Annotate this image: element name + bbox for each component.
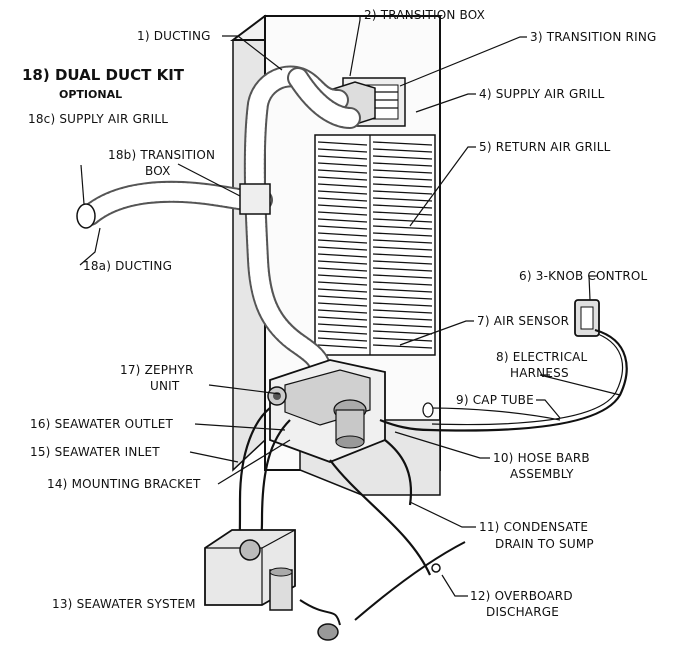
- louver-slat: [317, 176, 368, 181]
- louver-slat: [372, 309, 433, 314]
- knob-control: [574, 299, 600, 337]
- title-main: 18) DUAL DUCT KIT: [22, 66, 185, 84]
- louver-slat: [372, 190, 433, 195]
- label-dd-transition-2: BOX: [145, 164, 171, 178]
- label-transition-box: 2) TRANSITION BOX: [364, 8, 485, 22]
- louver-slat: [372, 337, 433, 342]
- louver-slat: [372, 323, 433, 328]
- louver-slat: [317, 232, 368, 237]
- louver-slat: [317, 253, 368, 258]
- label-overboard-1: 12) OVERBOARD: [470, 589, 573, 603]
- label-dd-ducting: 18a) DUCTING: [83, 259, 172, 273]
- louver-slat: [372, 204, 433, 209]
- louver-slat: [372, 162, 433, 167]
- label-seawater-system: 13) SEAWATER SYSTEM: [52, 597, 196, 611]
- louver-slat: [317, 246, 368, 251]
- label-zephyr-2: UNIT: [150, 379, 180, 393]
- louver-slat: [372, 218, 433, 223]
- label-condensate-1: 11) CONDENSATE: [479, 520, 588, 534]
- louver-slat: [372, 169, 433, 174]
- label-seawater-outlet: 16) SEAWATER OUTLET: [30, 417, 173, 431]
- label-dd-transition-1: 18b) TRANSITION: [108, 148, 215, 162]
- label-electrical-harness-1: 8) ELECTRICAL: [496, 350, 588, 364]
- louver-slat: [317, 323, 368, 328]
- louver-slat: [317, 316, 368, 321]
- label-return-air-grill: 5) RETURN AIR GRILL: [479, 140, 611, 154]
- louver-slat: [372, 176, 433, 181]
- louver-slat: [317, 274, 368, 279]
- labels: 18) DUAL DUCT KIT OPTIONAL 1) DUCTING 2)…: [22, 8, 657, 619]
- louver-slat: [372, 260, 433, 265]
- louver-slat: [372, 288, 433, 293]
- louver-slat: [317, 155, 368, 160]
- louver-slat: [317, 337, 368, 342]
- louver-slat: [372, 225, 433, 230]
- label-cap-tube: 9) CAP TUBE: [456, 393, 534, 407]
- louver-slat: [372, 246, 433, 251]
- label-knob-control: 6) 3-KNOB CONTROL: [519, 269, 648, 283]
- louver-slat: [372, 316, 433, 321]
- louver-slat: [372, 281, 433, 286]
- louver-slat: [372, 183, 433, 188]
- louver-slat: [317, 169, 368, 174]
- louver-slat: [317, 148, 368, 153]
- louver-slat: [317, 239, 368, 244]
- louver-slat: [372, 253, 433, 258]
- dual-duct-kit: [76, 180, 273, 229]
- louver-slat: [317, 330, 368, 335]
- louver-slat: [372, 148, 433, 153]
- louver-slat: [372, 302, 433, 307]
- louver-slat: [317, 183, 368, 188]
- louver-slat: [372, 295, 433, 300]
- seawater-system: [204, 529, 466, 641]
- label-dd-supply-grill: 18c) SUPPLY AIR GRILL: [28, 112, 168, 126]
- louver-slat: [372, 232, 433, 237]
- louver-slat: [372, 155, 433, 160]
- label-transition-ring: 3) TRANSITION RING: [530, 30, 657, 44]
- louver-slat: [372, 197, 433, 202]
- louver-slat: [317, 225, 368, 230]
- label-electrical-harness-2: HARNESS: [510, 366, 569, 380]
- louver-slat: [317, 204, 368, 209]
- louver-slat: [372, 211, 433, 216]
- label-condensate-2: DRAIN TO SUMP: [495, 537, 594, 551]
- label-hose-barb-1: 10) HOSE BARB: [493, 451, 590, 465]
- label-mounting-bracket: 14) MOUNTING BRACKET: [47, 477, 201, 491]
- louver-slat: [317, 218, 368, 223]
- louver-slat: [372, 344, 433, 349]
- louver-slat: [372, 267, 433, 272]
- zephyr-unit: [267, 359, 386, 463]
- label-seawater-inlet: 15) SEAWATER INLET: [30, 445, 160, 459]
- louver-slat: [317, 190, 368, 195]
- louver-slat: [317, 344, 368, 349]
- louver-slat: [317, 141, 368, 146]
- louver-slat: [372, 141, 433, 146]
- label-hose-barb-2: ASSEMBLY: [510, 467, 574, 481]
- louver-slat: [317, 197, 368, 202]
- label-air-sensor: 7) AIR SENSOR: [477, 314, 569, 328]
- label-ducting: 1) DUCTING: [137, 29, 211, 43]
- return-air-grill: [314, 134, 436, 356]
- louver-slat: [317, 162, 368, 167]
- leader-lines: [79, 15, 621, 597]
- louver-slat: [317, 309, 368, 314]
- louver-slat: [372, 274, 433, 279]
- louver-slat: [317, 281, 368, 286]
- label-zephyr-1: 17) ZEPHYR: [120, 363, 194, 377]
- louver-slat: [317, 211, 368, 216]
- louver-slat: [372, 239, 433, 244]
- louver-slat: [317, 267, 368, 272]
- label-overboard-2: DISCHARGE: [486, 605, 559, 619]
- label-supply-air-grill: 4) SUPPLY AIR GRILL: [479, 87, 605, 101]
- title-sub: OPTIONAL: [59, 88, 122, 101]
- louver-slat: [317, 302, 368, 307]
- louver-slat: [317, 295, 368, 300]
- louver-slat: [372, 330, 433, 335]
- louver-slat: [317, 288, 368, 293]
- louver-slat: [317, 260, 368, 265]
